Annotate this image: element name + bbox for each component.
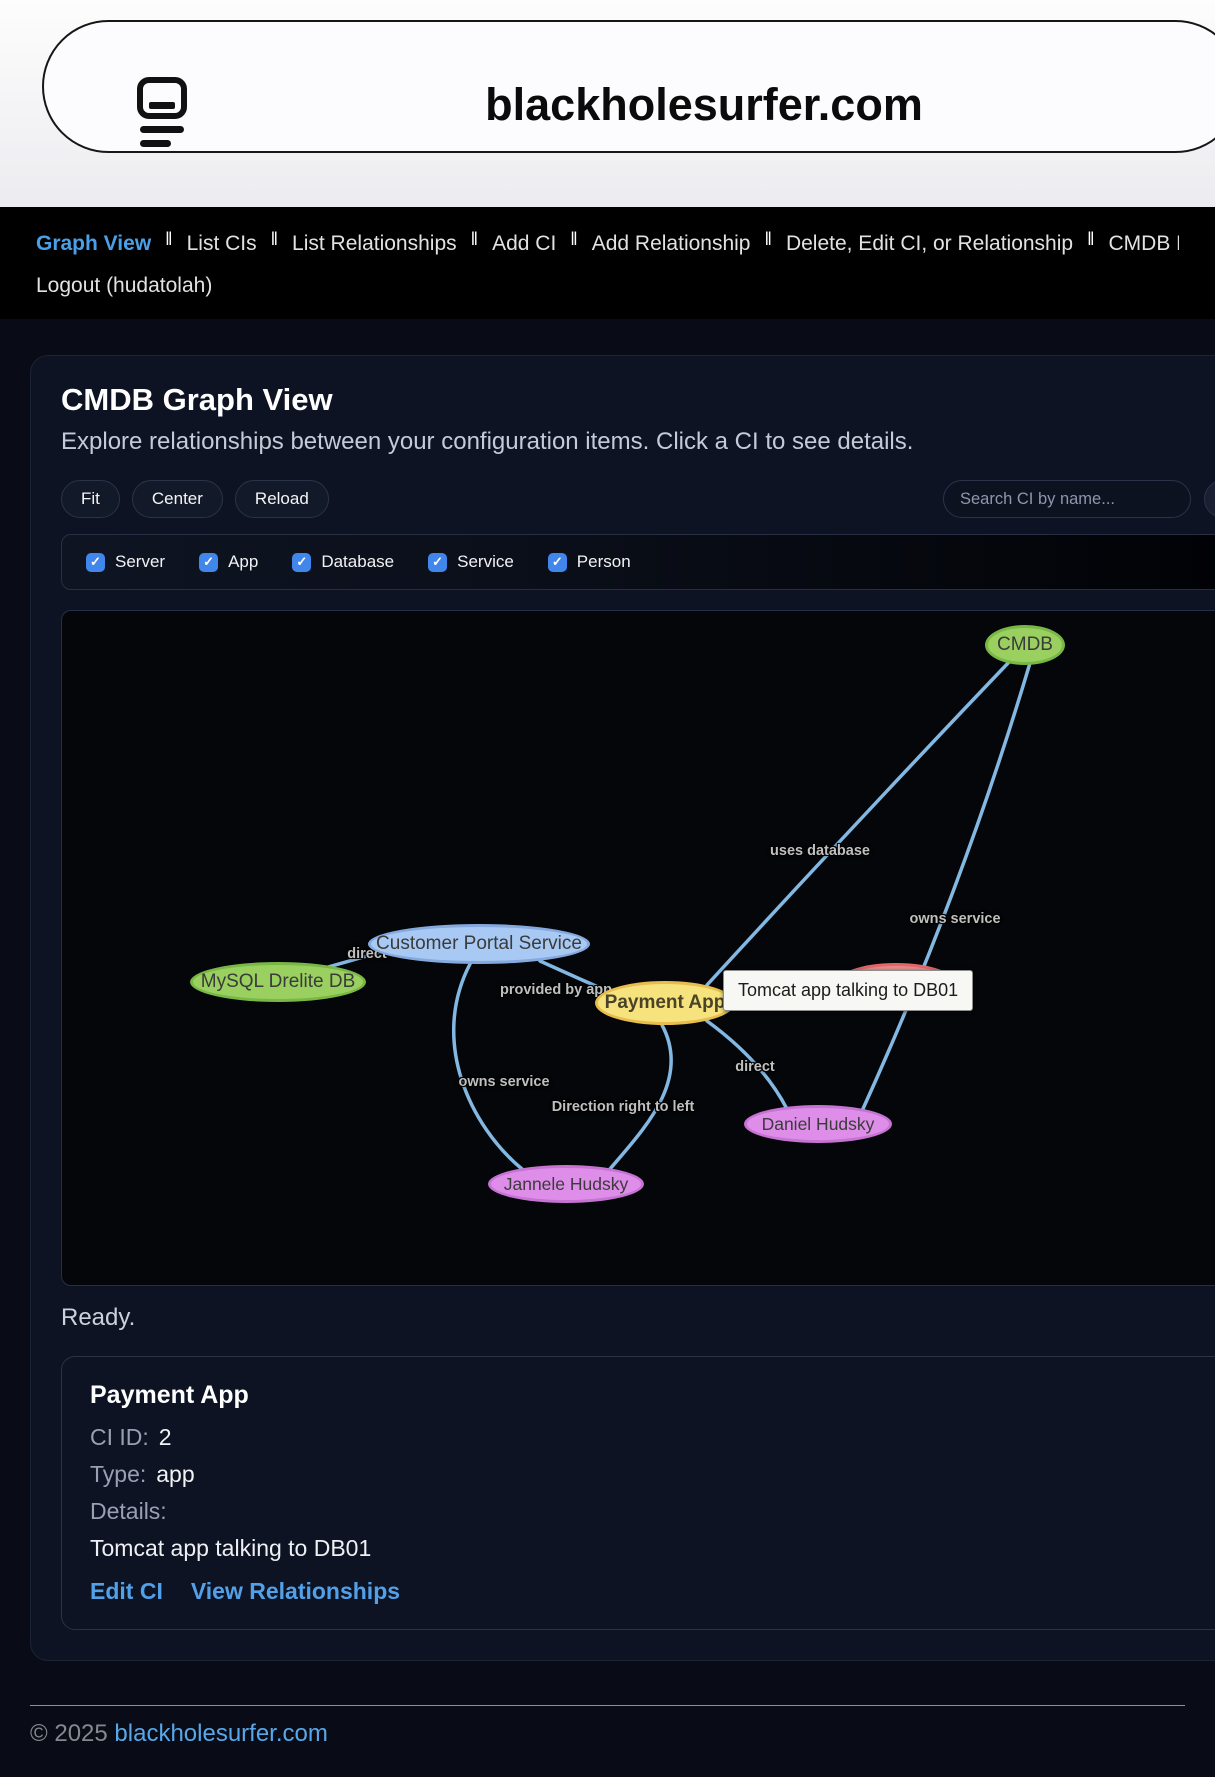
- graph-edge-1[interactable]: [860, 661, 1032, 1113]
- edge-label-0: uses database: [770, 843, 870, 859]
- ci-type-row: Type:app: [90, 1461, 195, 1487]
- nav-row-1: Graph View ‖ List CIs ‖ List Relationships ‖ A…: [36, 227, 1179, 261]
- edge-label-4: owns service: [458, 1074, 550, 1090]
- node-daniel-hudsky[interactable]: Daniel Hudsky: [744, 1105, 892, 1143]
- search-submit-button-partial[interactable]: [1204, 480, 1215, 518]
- ci-description: Tomcat app talking to DB01: [90, 1535, 372, 1561]
- search-input[interactable]: [943, 480, 1191, 518]
- page-title: CMDB Graph View: [61, 382, 333, 417]
- url-bar[interactable]: blackholesurfer.com: [42, 20, 1215, 153]
- nav-link-graph-view[interactable]: Graph View: [36, 232, 152, 255]
- type-filter-bar: ✓ Server ✓ App ✓ Database ✓ Service ✓ Pe…: [61, 534, 1215, 590]
- checkbox-checked-icon[interactable]: ✓: [428, 552, 448, 572]
- nav-link-logout[interactable]: Logout (hudatolah): [36, 274, 213, 297]
- ci-details-row: Details:: [90, 1498, 167, 1524]
- graph-canvas[interactable]: uses database owns service direct provided …: [61, 610, 1215, 1286]
- nav-link-list-relationships[interactable]: List Relationships: [292, 232, 457, 255]
- node-mysql-drelite-db[interactable]: MySQL Drelite DB: [190, 962, 366, 1002]
- ci-id-row: CI ID:2: [90, 1424, 172, 1450]
- checkbox-checked-icon[interactable]: ✓: [547, 552, 567, 572]
- main-content: CMDB Graph View Explore relationships be…: [0, 319, 1215, 1777]
- reload-button[interactable]: Reload: [234, 480, 329, 518]
- ci-details-title: Payment App: [90, 1381, 249, 1409]
- footer-site-link[interactable]: blackholesurfer.com: [114, 1720, 328, 1747]
- copyright-text: © 2025: [30, 1720, 108, 1747]
- center-button[interactable]: Center: [131, 480, 223, 518]
- url-text: blackholesurfer.com: [485, 79, 923, 130]
- edge-label-3: provided by app: [500, 982, 612, 998]
- checkbox-checked-icon[interactable]: ✓: [199, 552, 219, 572]
- checkbox-checked-icon[interactable]: ✓: [292, 552, 312, 572]
- view-relationships-link[interactable]: View Relationships: [190, 1578, 401, 1604]
- filter-service[interactable]: ✓ Service: [428, 552, 514, 572]
- graph-edge-6[interactable]: [705, 1019, 789, 1111]
- nav-separator: ‖: [570, 229, 578, 249]
- nav-link-cmdb-home[interactable]: CMDB Home: [1108, 232, 1179, 255]
- node-customer-portal-service[interactable]: Customer Portal Service: [368, 924, 590, 964]
- nav-link-list-cis[interactable]: List CIs: [186, 232, 257, 255]
- filter-person[interactable]: ✓ Person: [547, 552, 631, 572]
- graph-edge-4[interactable]: [452, 962, 524, 1171]
- graph-tooltip: Tomcat app talking to DB01: [723, 970, 974, 1011]
- checkbox-checked-icon[interactable]: ✓: [86, 552, 105, 572]
- node-cmdb[interactable]: CMDB: [985, 625, 1065, 665]
- nav-link-delete-edit[interactable]: Delete, Edit CI, or Relationship: [785, 232, 1074, 255]
- fit-button[interactable]: Fit: [61, 480, 120, 518]
- ci-details-panel: Payment App CI ID:2 Type:app Details: To…: [61, 1356, 1215, 1630]
- nav-separator: ‖: [470, 229, 479, 249]
- graph-edges: [312, 659, 1032, 1171]
- nav-separator: ‖: [165, 229, 173, 249]
- page-subtitle: Explore relationships between your confi…: [61, 428, 914, 455]
- nav-row-2: Logout (hudatolah): [36, 271, 1179, 301]
- graph-view-card: CMDB Graph View Explore relationships be…: [30, 355, 1215, 1661]
- edge-label-6: direct: [735, 1059, 775, 1075]
- node-jannele-hudsky[interactable]: Jannele Hudsky: [488, 1165, 644, 1203]
- nav-separator: ‖: [764, 229, 772, 249]
- reader-tabs-icon[interactable]: [136, 76, 188, 153]
- graph-edge-5[interactable]: [608, 1023, 673, 1171]
- node-payment-app[interactable]: Payment App: [595, 981, 735, 1025]
- main-nav: Graph View ‖ List CIs ‖ List Relationships ‖ A…: [0, 207, 1215, 319]
- edge-label-1: owns service: [909, 911, 1001, 927]
- edit-ci-link[interactable]: Edit CI: [90, 1578, 163, 1604]
- page-footer: © 2025 blackholesurfer.com: [30, 1705, 1185, 1777]
- browser-chrome: blackholesurfer.com: [0, 0, 1215, 207]
- graph-toolbar: Fit Center Reload: [61, 480, 1215, 518]
- filter-server[interactable]: ✓ Server: [86, 552, 165, 572]
- edge-label-5: Direction right to left: [551, 1099, 695, 1115]
- ci-links: Edit CI View Relationships: [90, 1578, 1200, 1605]
- graph-edge-0[interactable]: [705, 659, 1012, 987]
- filter-database[interactable]: ✓ Database: [292, 552, 394, 572]
- nav-separator: ‖: [1087, 229, 1095, 249]
- nav-link-add-relationship[interactable]: Add Relationship: [591, 232, 751, 255]
- filter-app[interactable]: ✓ App: [199, 552, 258, 572]
- status-text: Ready.: [61, 1304, 136, 1331]
- nav-link-add-ci[interactable]: Add CI: [492, 232, 557, 255]
- nav-separator: ‖: [270, 229, 279, 249]
